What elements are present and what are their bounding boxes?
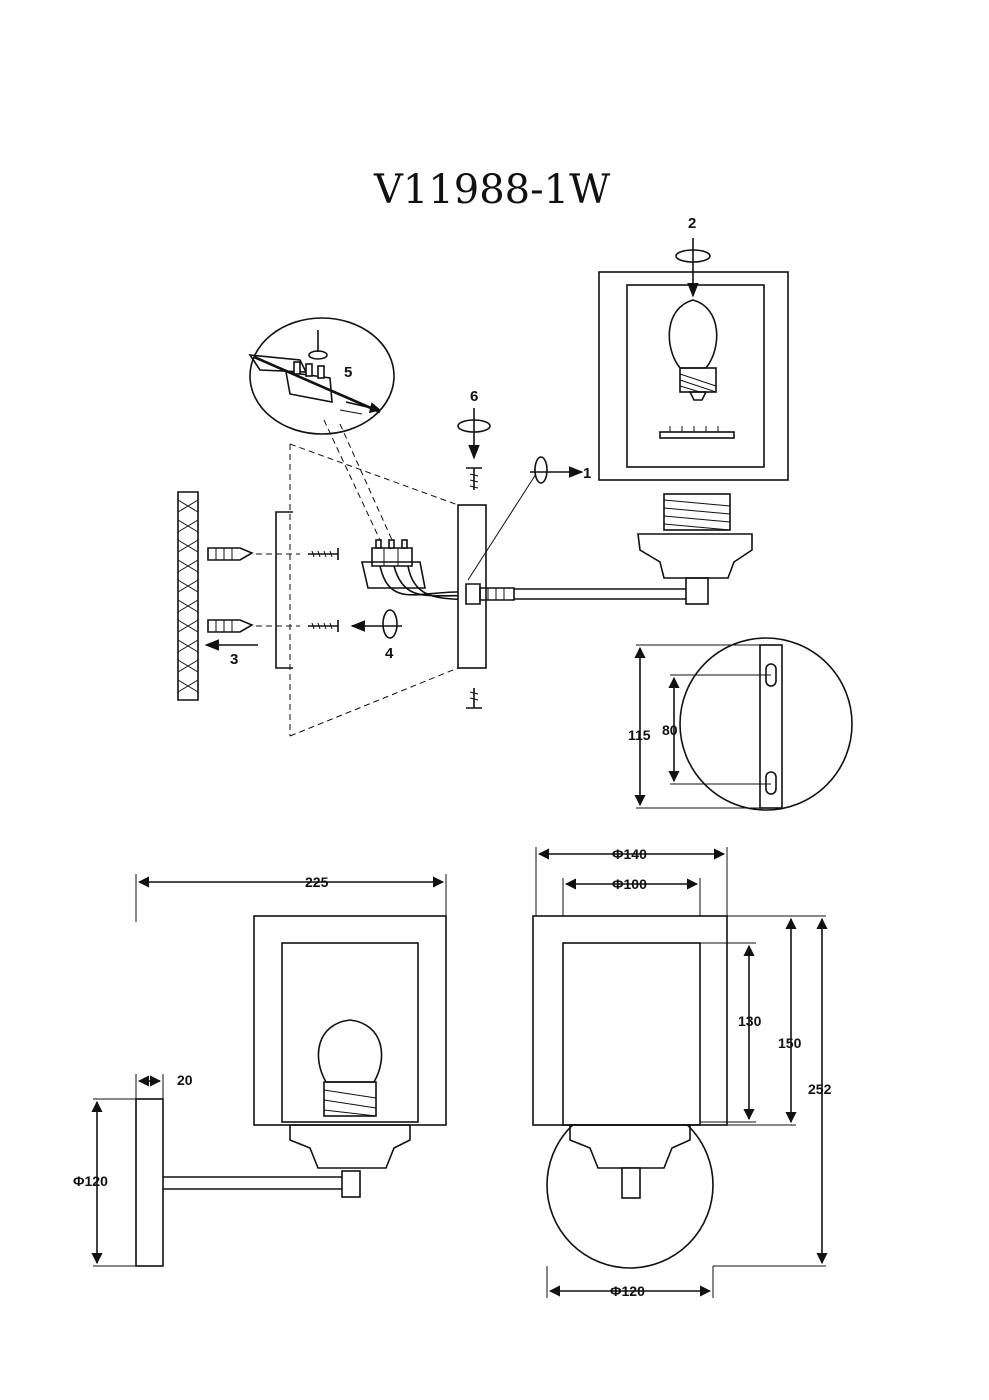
bulb-side-icon bbox=[317, 1019, 383, 1083]
mounting-bracket bbox=[275, 511, 293, 669]
step-5-label: 5 bbox=[344, 364, 352, 381]
dim-total-depth: 225 bbox=[305, 874, 329, 890]
step-4-label: 4 bbox=[385, 645, 394, 662]
rotate-icon-step-1 bbox=[534, 456, 548, 484]
shade-exploded bbox=[598, 271, 789, 579]
dim-backplate-height: 115 bbox=[628, 727, 651, 743]
bottom-screw bbox=[466, 688, 482, 709]
exploded-assembly: 3 4 1 bbox=[177, 215, 789, 737]
side-view: 225 20 Φ120 bbox=[73, 874, 447, 1267]
dim-backplate-diameter-side: Φ120 bbox=[73, 1173, 108, 1189]
dim-inner-glass-height: 130 bbox=[738, 1013, 762, 1029]
dim-hole-spacing: 80 bbox=[662, 722, 678, 738]
bulb-icon bbox=[668, 299, 718, 369]
dim-outer-glass-height: 150 bbox=[778, 1035, 802, 1051]
terminal-detail-callout bbox=[248, 317, 395, 541]
dim-inner-glass-diameter: Φ100 bbox=[612, 876, 647, 892]
wood-screw-top bbox=[308, 548, 339, 560]
step-6-label: 6 bbox=[470, 388, 478, 405]
wall-surface bbox=[177, 491, 199, 701]
dim-backplate-thickness: 20 bbox=[177, 1072, 193, 1088]
top-screw bbox=[466, 467, 482, 490]
dim-outer-glass-diameter: Φ140 bbox=[612, 846, 647, 862]
step-2-label: 2 bbox=[688, 215, 696, 232]
inner-glass-side bbox=[281, 942, 419, 1123]
step-3-label: 3 bbox=[230, 651, 238, 668]
back-plate-exploded bbox=[457, 504, 487, 669]
wall-anchor-top bbox=[207, 547, 254, 561]
model-title: V11988-1W bbox=[373, 167, 610, 213]
dim-total-height: 252 bbox=[808, 1081, 832, 1097]
front-view: Φ140 Φ100 130 150 252 Φ120 bbox=[532, 846, 832, 1299]
dim-backplate-diameter-front: Φ120 bbox=[610, 1283, 645, 1299]
wood-screw-bottom bbox=[308, 620, 339, 632]
step-1-label: 1 bbox=[583, 465, 591, 482]
arm-side bbox=[163, 1176, 342, 1190]
rotate-icon-step-4 bbox=[382, 609, 398, 639]
terminal-block bbox=[360, 539, 426, 589]
wall-anchor-bottom bbox=[207, 619, 254, 633]
arm-exploded bbox=[465, 577, 709, 605]
outer-glass-front bbox=[532, 915, 728, 1126]
backplate-detail: 115 80 bbox=[628, 637, 853, 811]
back-plate-side bbox=[135, 1098, 164, 1267]
